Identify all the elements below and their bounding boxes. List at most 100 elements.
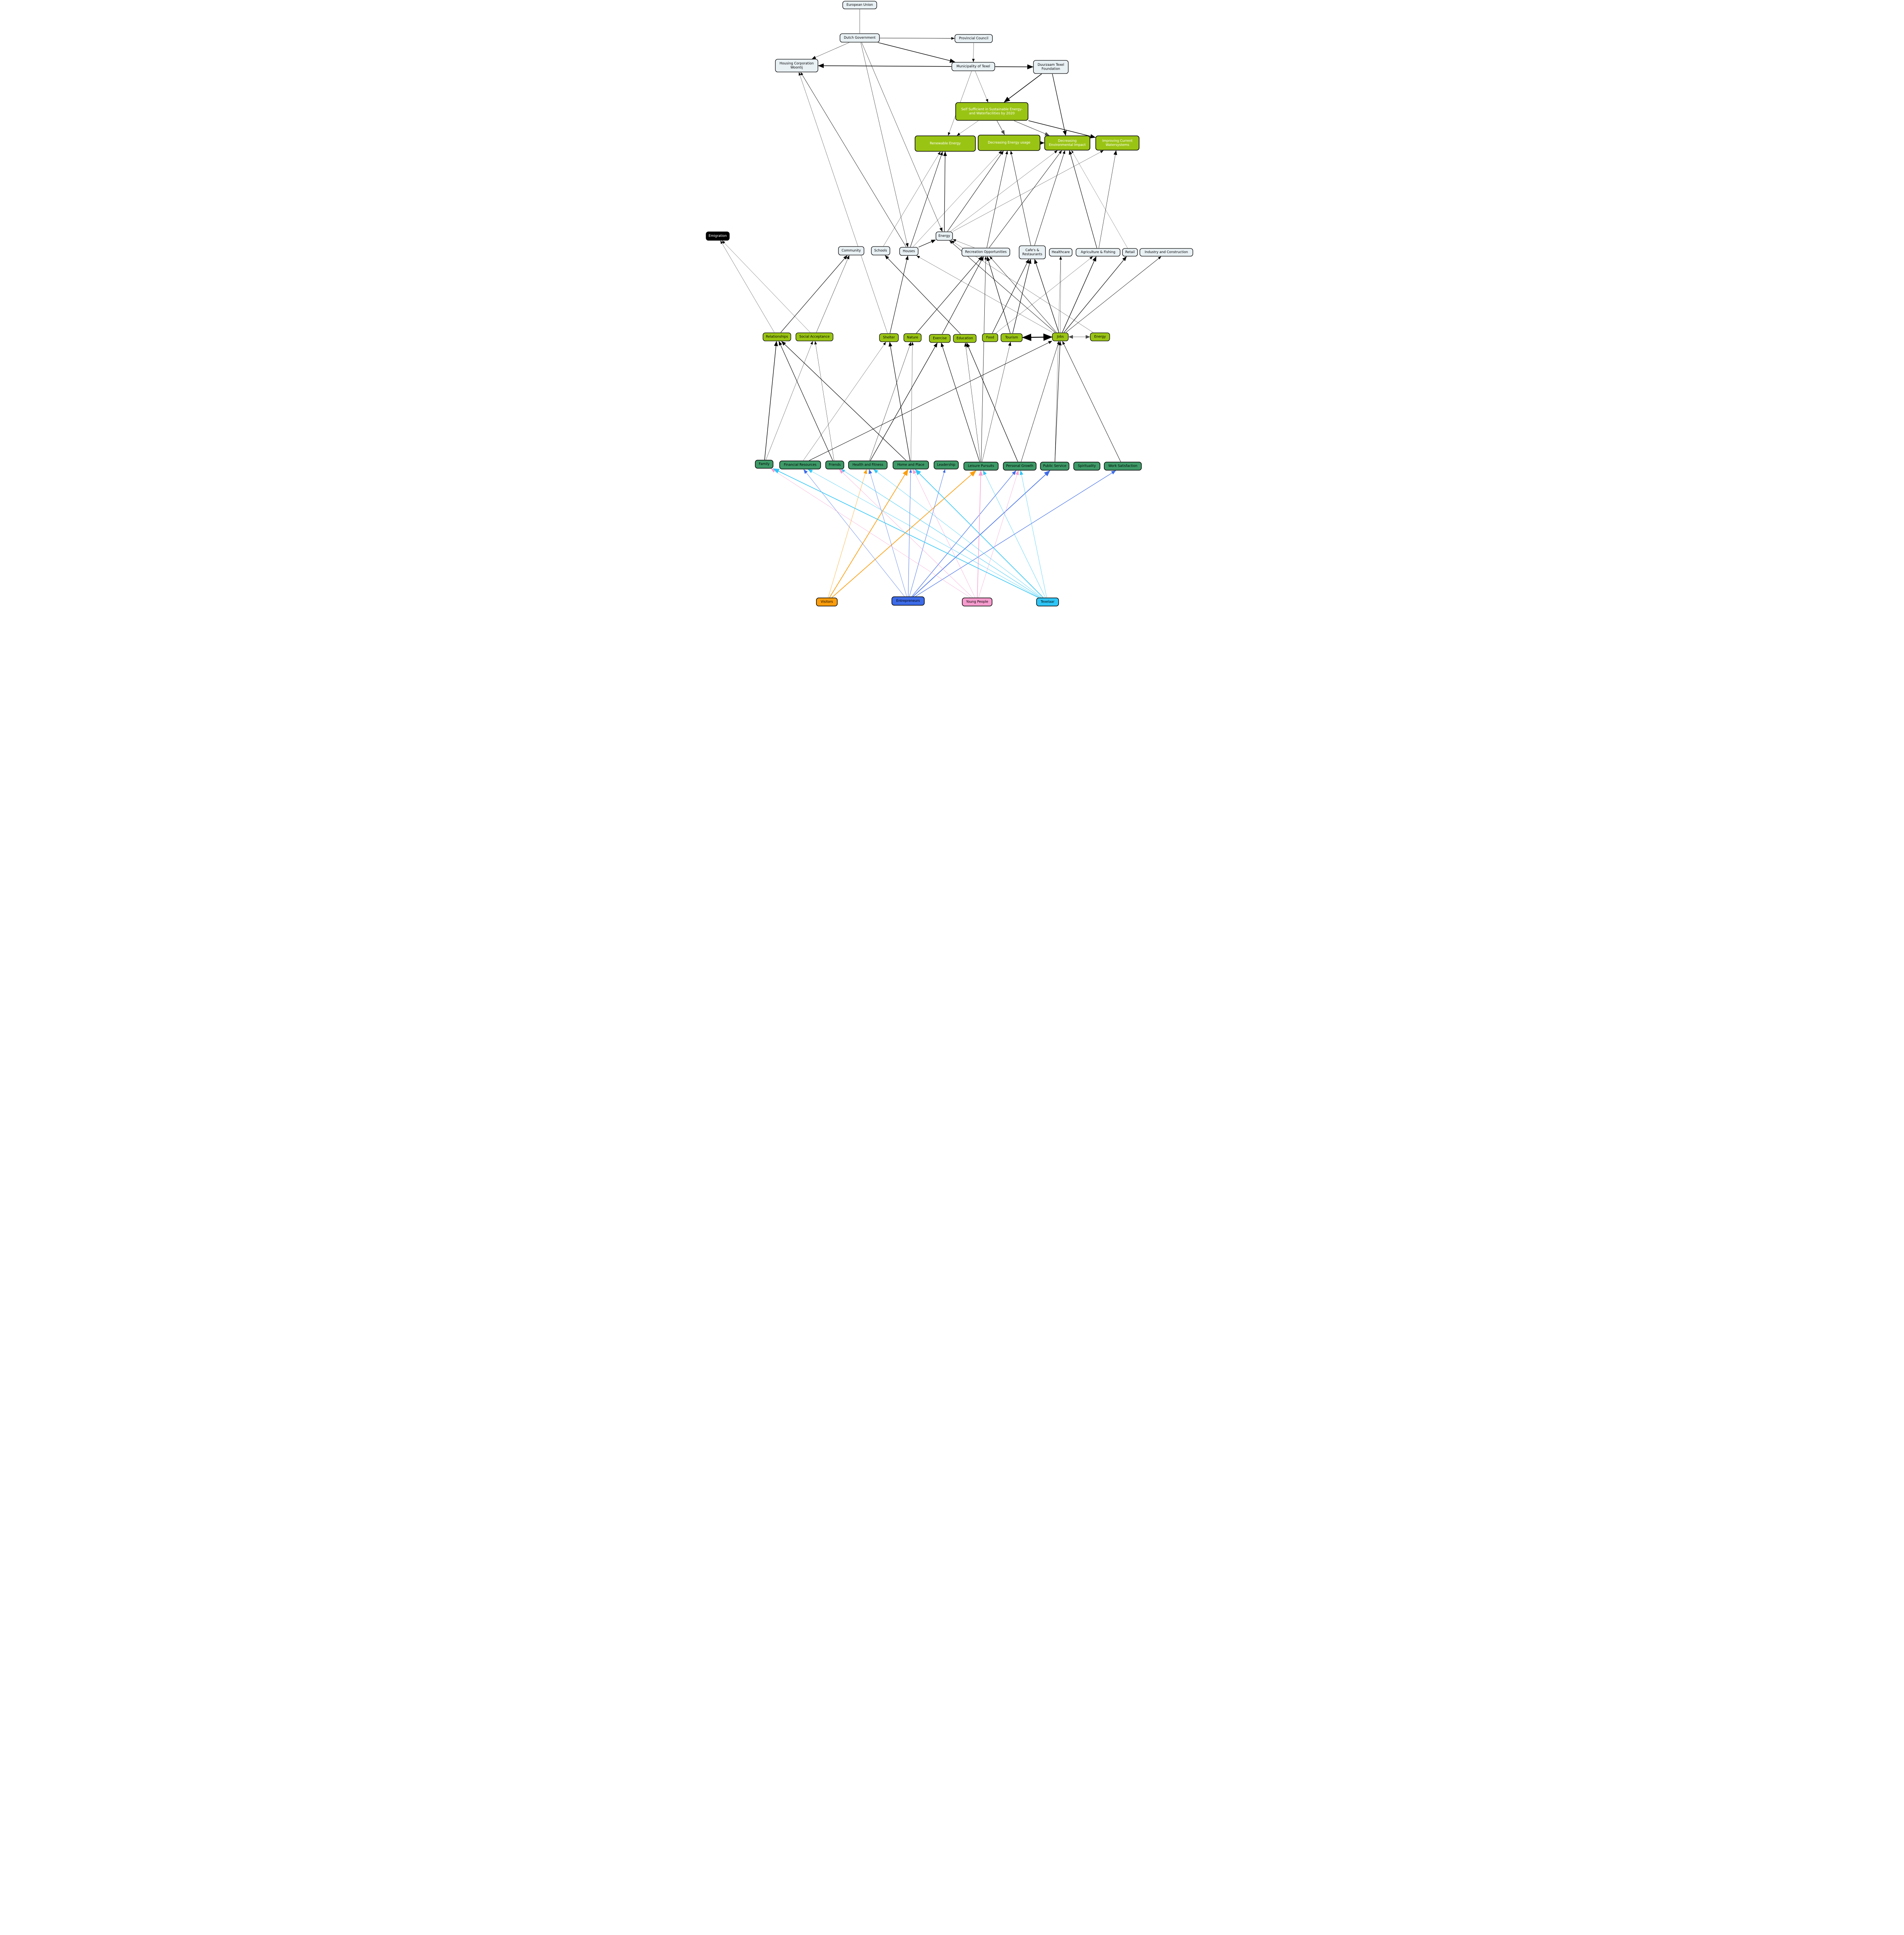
node-education[interactable]: Education — [953, 334, 977, 343]
node-family[interactable]: Family — [754, 460, 773, 469]
node-box[interactable] — [705, 231, 730, 241]
node-tourism[interactable]: Tourism — [1000, 333, 1023, 342]
node-box[interactable] — [1036, 598, 1059, 606]
edge-shelter-houses — [890, 255, 908, 334]
node-work_sat[interactable]: Work Satisfaction — [1103, 462, 1142, 471]
node-jobs[interactable]: Jobs — [1052, 332, 1069, 341]
node-schools[interactable]: Schools — [871, 246, 890, 255]
edge-municipality-self_sufficient — [975, 71, 988, 103]
node-relationships[interactable]: Relationships — [762, 332, 791, 341]
node-box[interactable] — [775, 59, 818, 72]
node-eu[interactable]: European Union — [842, 1, 877, 9]
node-box[interactable] — [961, 248, 1010, 257]
node-box[interactable] — [899, 247, 919, 256]
node-community[interactable]: Community — [838, 246, 864, 255]
node-leadership[interactable]: Leadership — [933, 461, 959, 469]
node-exercise[interactable]: Exercise — [929, 334, 951, 343]
node-box[interactable] — [1002, 462, 1037, 471]
node-dec_energy[interactable]: Decreasing Energy usage — [977, 135, 1040, 151]
node-box[interactable] — [982, 333, 998, 342]
node-retail[interactable]: Retail — [1122, 248, 1138, 257]
node-entrepreneurs[interactable]: Entrepreneurs — [891, 596, 925, 606]
node-box[interactable] — [1018, 245, 1046, 259]
node-box[interactable] — [816, 598, 838, 606]
node-box[interactable] — [1095, 135, 1139, 151]
node-box[interactable] — [795, 332, 833, 341]
node-shelter[interactable]: Shelter — [879, 333, 899, 342]
node-box[interactable] — [825, 461, 844, 469]
node-box[interactable] — [1073, 462, 1100, 471]
node-nature[interactable]: Nature — [903, 333, 922, 342]
node-box[interactable] — [1103, 462, 1142, 471]
edge-jobs-industry — [1066, 256, 1161, 333]
node-leisure[interactable]: Leisure Pursuits — [963, 462, 999, 471]
node-prov_council[interactable]: Provincial Council — [954, 34, 993, 43]
node-young_people[interactable]: Young People — [961, 598, 992, 606]
node-friends[interactable]: Friends — [825, 461, 844, 469]
node-box[interactable] — [1049, 248, 1073, 257]
node-box[interactable] — [977, 135, 1040, 151]
node-personal_growth[interactable]: Personal Growth — [1002, 462, 1037, 471]
node-box[interactable] — [891, 596, 925, 606]
node-box[interactable] — [892, 461, 929, 469]
node-box[interactable] — [842, 1, 877, 9]
node-recreation[interactable]: Recreation Opportunities — [961, 248, 1010, 257]
node-box[interactable] — [903, 333, 922, 342]
node-box[interactable] — [762, 332, 791, 341]
node-food[interactable]: Food — [982, 333, 998, 342]
node-box[interactable] — [1075, 248, 1121, 257]
node-energy_l[interactable]: Energy — [935, 231, 953, 241]
node-box[interactable] — [848, 461, 888, 469]
node-box[interactable] — [1139, 248, 1193, 257]
node-box[interactable] — [963, 462, 999, 471]
node-box[interactable] — [1090, 332, 1110, 341]
node-box[interactable] — [954, 34, 993, 43]
node-dutch_gov[interactable]: Dutch Government — [839, 33, 880, 43]
node-box[interactable] — [1052, 332, 1069, 341]
node-box[interactable] — [1044, 135, 1090, 151]
node-box[interactable] — [953, 334, 977, 343]
node-box[interactable] — [1040, 462, 1069, 471]
node-self_sufficient[interactable]: Self Sufficient in Sustainable Energy-an… — [955, 102, 1028, 121]
node-box[interactable] — [935, 231, 953, 241]
node-box[interactable] — [779, 461, 821, 469]
node-health_fit[interactable]: Health and Fitness — [848, 461, 888, 469]
node-cafes[interactable]: Cafe's &Restaurants — [1018, 245, 1046, 259]
node-agriculture[interactable]: Agriculture & Fishing — [1075, 248, 1121, 257]
node-box[interactable] — [914, 135, 976, 152]
edge-jobs-retail — [1064, 256, 1127, 333]
node-spirituality[interactable]: Spirituality — [1073, 462, 1100, 471]
node-municipality[interactable]: Municipality of Texel — [951, 62, 995, 71]
node-box[interactable] — [879, 333, 899, 342]
node-box[interactable] — [933, 461, 959, 469]
node-public_service[interactable]: Public Service — [1040, 462, 1069, 471]
node-box[interactable] — [1000, 333, 1023, 342]
node-box[interactable] — [871, 246, 890, 255]
node-texelaar[interactable]: Texelaar — [1036, 598, 1059, 606]
node-social_acceptance[interactable]: Social Acceptance — [795, 332, 833, 341]
node-visitors[interactable]: Visitors — [816, 598, 838, 606]
node-box[interactable] — [955, 102, 1028, 121]
node-renewable[interactable]: Renewable Energy — [914, 135, 976, 152]
node-industry[interactable]: Industry and Construction — [1139, 248, 1193, 257]
node-home_place[interactable]: Home and Place — [892, 461, 929, 469]
node-box[interactable] — [838, 246, 864, 255]
node-box[interactable] — [1122, 248, 1138, 257]
node-box[interactable] — [1033, 60, 1069, 74]
node-box[interactable] — [961, 598, 992, 606]
node-box[interactable] — [951, 62, 995, 71]
node-healthcare[interactable]: Healthcare — [1049, 248, 1073, 257]
node-fin_res[interactable]: Financial Resources — [779, 461, 821, 469]
edge-leisure-education — [964, 342, 980, 462]
node-energy_g[interactable]: Energy — [1090, 332, 1110, 341]
node-houses[interactable]: Houses — [899, 247, 919, 256]
node-box[interactable] — [929, 334, 951, 343]
node-box[interactable] — [839, 33, 880, 43]
node-emigration[interactable]: Emigration — [705, 231, 730, 241]
node-box[interactable] — [754, 460, 773, 469]
